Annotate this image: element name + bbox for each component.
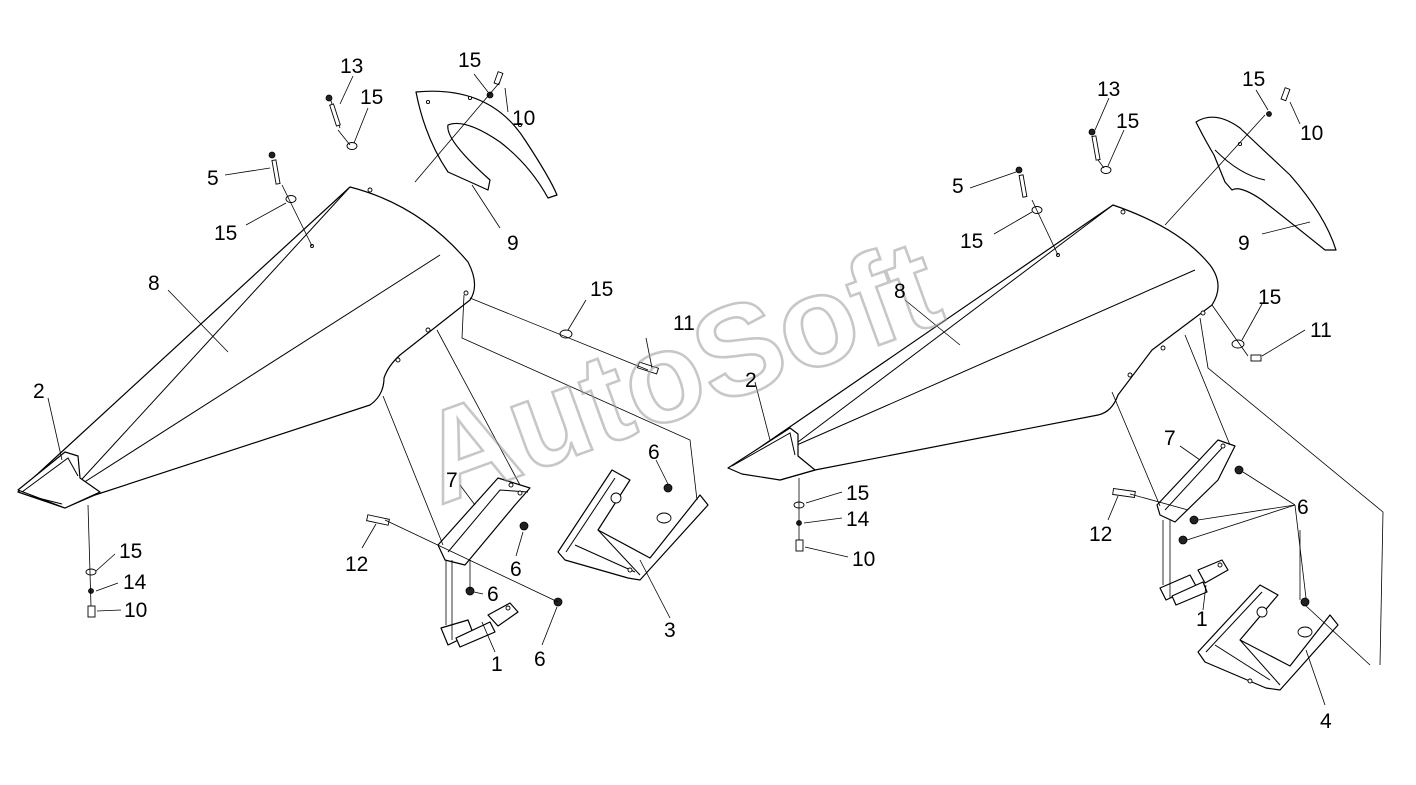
callout-left-7: 7 bbox=[446, 469, 458, 492]
callout-left-15-washer-11: 15 bbox=[590, 278, 613, 301]
left-assembly-axes bbox=[87, 81, 698, 640]
callout-right-14: 14 bbox=[846, 508, 870, 531]
callout-left-10-top: 10 bbox=[512, 107, 535, 130]
callout-right-1: 1 bbox=[1196, 608, 1208, 631]
callout-right-6: 6 bbox=[1297, 496, 1309, 519]
callout-left-1: 1 bbox=[491, 653, 503, 676]
left-guard-part-9 bbox=[415, 90, 558, 199]
callout-left-9: 9 bbox=[507, 232, 519, 255]
left-clevis-part-1 bbox=[440, 602, 519, 648]
callout-left-6-clevis: 6 bbox=[487, 583, 499, 606]
right-bracket-part-7 bbox=[1156, 439, 1236, 523]
right-clevis-part-1 bbox=[1159, 559, 1229, 606]
left-cone-cover-part-8 bbox=[17, 186, 476, 509]
callout-left-12: 12 bbox=[345, 553, 368, 576]
callout-left-3: 3 bbox=[664, 619, 676, 642]
left-bracket-part-7 bbox=[437, 477, 531, 566]
right-frame-part-4 bbox=[1197, 584, 1339, 691]
left-bolts-and-washers bbox=[85, 71, 660, 618]
callout-left-6-frame: 6 bbox=[648, 441, 660, 464]
callout-right-7: 7 bbox=[1164, 427, 1176, 450]
right-tip-part-2 bbox=[727, 427, 816, 481]
callout-right-2: 2 bbox=[745, 369, 757, 392]
callout-left-5: 5 bbox=[207, 167, 219, 190]
callout-right-10-bottom: 10 bbox=[852, 548, 875, 571]
callout-right-11: 11 bbox=[1310, 319, 1332, 342]
right-assembly-axes bbox=[798, 114, 1384, 666]
left-assembly bbox=[17, 71, 709, 648]
callout-left-10-bottom: 10 bbox=[124, 599, 147, 622]
callout-right-9: 9 bbox=[1238, 232, 1250, 255]
callout-left-8: 8 bbox=[148, 272, 160, 295]
callout-right-15-washer-13: 15 bbox=[1116, 110, 1139, 133]
callout-left-13: 13 bbox=[340, 55, 363, 78]
callout-left-2: 2 bbox=[33, 380, 45, 403]
callout-left-6-pin: 6 bbox=[534, 648, 546, 671]
callout-right-15-bottom: 15 bbox=[846, 482, 869, 505]
right-assembly bbox=[727, 87, 1384, 691]
callout-left-11: 11 bbox=[673, 312, 695, 335]
callout-left-15-washer-13: 15 bbox=[360, 86, 383, 109]
callout-left-15-top: 15 bbox=[458, 49, 481, 72]
callout-left-14: 14 bbox=[123, 571, 147, 594]
right-bolts-and-washers bbox=[793, 87, 1291, 552]
watermark-text: AutoSoft bbox=[401, 212, 958, 531]
left-pin-and-nuts bbox=[366, 483, 673, 607]
callout-right-8: 8 bbox=[894, 280, 906, 303]
callout-left-15-bottom: 15 bbox=[119, 540, 142, 563]
callout-right-15-top: 15 bbox=[1242, 68, 1265, 91]
callout-right-4: 4 bbox=[1320, 710, 1332, 733]
callout-right-5: 5 bbox=[952, 175, 964, 198]
callout-left-15-washer-5: 15 bbox=[214, 222, 237, 245]
callout-right-10-top: 10 bbox=[1300, 122, 1323, 145]
right-guard-part-9 bbox=[1195, 116, 1337, 251]
leader-lines bbox=[47, 73, 1326, 706]
callout-right-13: 13 bbox=[1097, 78, 1120, 101]
callout-labels: 2 5 8 9 10 10 11 13 15 15 15 15 15 14 12… bbox=[33, 49, 1332, 733]
left-frame-part-3 bbox=[557, 469, 709, 581]
callout-right-15-washer-5: 15 bbox=[960, 230, 983, 253]
callout-right-15-washer-11: 15 bbox=[1258, 286, 1281, 309]
callout-left-6-bracket: 6 bbox=[510, 558, 522, 581]
left-tip-part-2 bbox=[17, 451, 101, 509]
right-cone-cover-part-8 bbox=[729, 204, 1219, 481]
callout-right-12: 12 bbox=[1089, 523, 1112, 546]
